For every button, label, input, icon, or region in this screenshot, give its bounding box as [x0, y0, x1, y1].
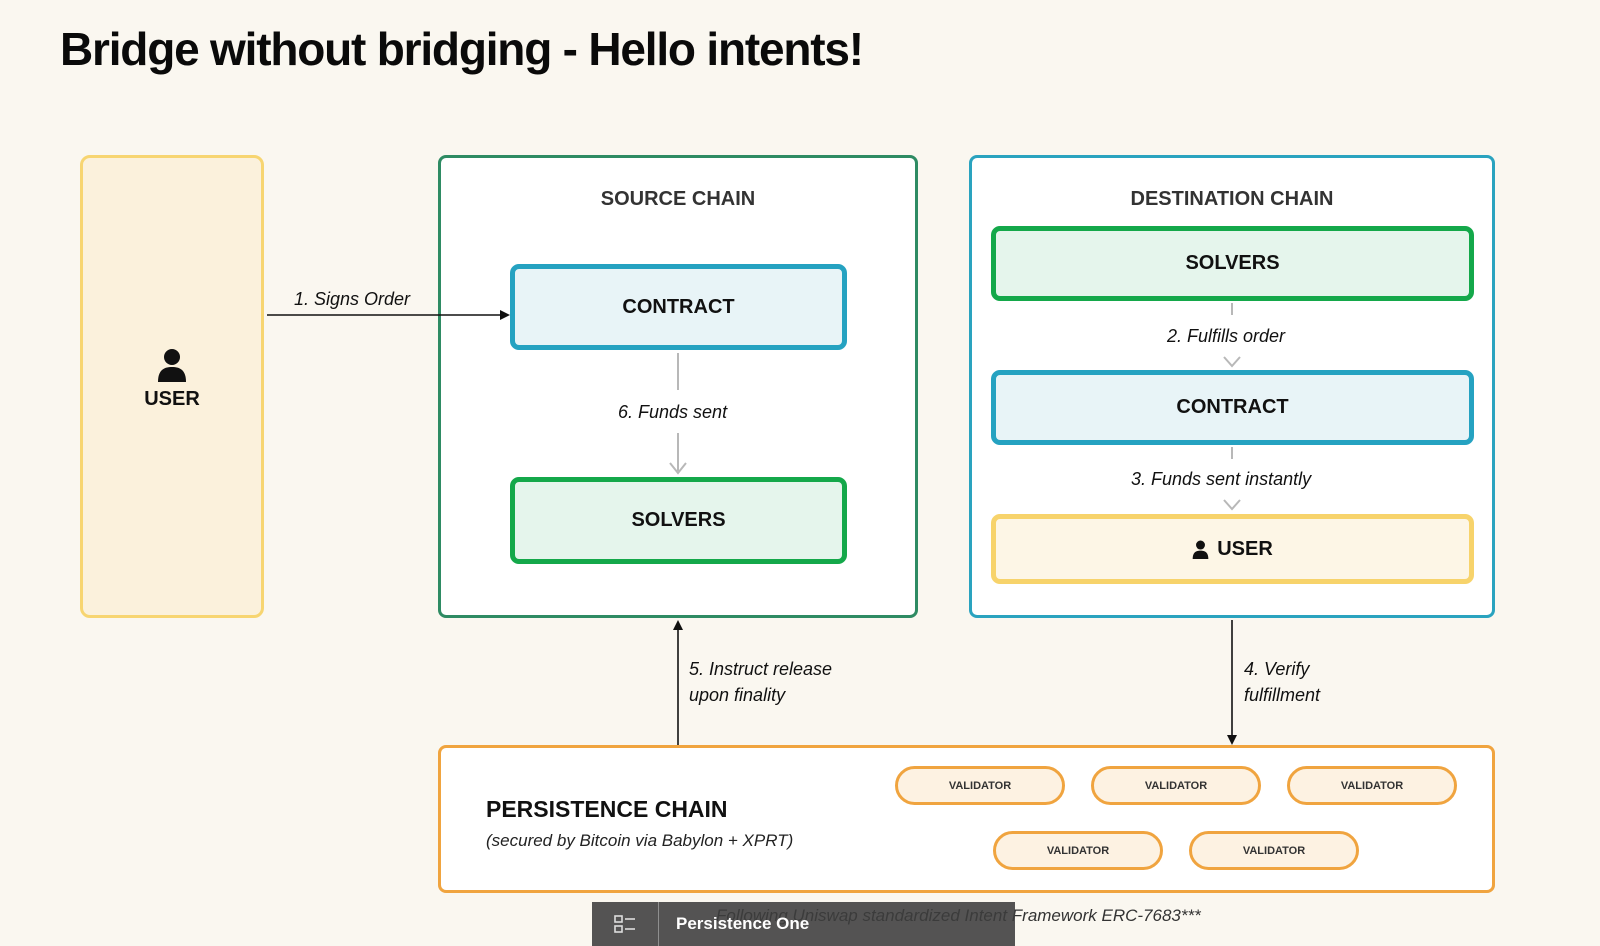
source-solvers-node: SOLVERS: [510, 477, 847, 564]
validator-pill: VALIDATOR: [1189, 831, 1359, 870]
step-4-line-1: 4. Verify: [1244, 659, 1310, 679]
step-6-label: 6. Funds sent: [618, 402, 728, 422]
source-chain-title: SOURCE CHAIN: [600, 188, 756, 210]
step-1-label: 1. Signs Order: [294, 289, 411, 309]
user-icon: [158, 349, 186, 382]
step-4-label: 4. Verify fulfillment: [1244, 656, 1320, 708]
user-icon: [1192, 540, 1209, 559]
step-4-line-2: fulfillment: [1244, 685, 1321, 705]
step-5-label: 5. Instruct release upon finality: [689, 656, 832, 708]
validator-pill: VALIDATOR: [1287, 766, 1457, 805]
validator-pill: VALIDATOR: [993, 831, 1163, 870]
page-title: Bridge without bridging - Hello intents!: [60, 23, 864, 75]
destination-user-node: USER: [991, 514, 1474, 584]
validator-pill: VALIDATOR: [895, 766, 1065, 805]
step-3-label: 3. Funds sent instantly: [1131, 469, 1312, 489]
arrow-verify-head: [1227, 735, 1237, 745]
user-panel: USER: [80, 155, 264, 618]
step-5-line-2: upon finality: [689, 685, 786, 705]
user-label: USER: [144, 388, 200, 410]
arrow-signs-order-head: [500, 310, 510, 320]
destination-contract-node: CONTRACT: [991, 370, 1474, 445]
arrow-instantly-head: [1223, 499, 1241, 511]
presentation-toolbar[interactable]: Persistence One: [592, 902, 1015, 946]
step-5-line-1: 5. Instruct release: [689, 659, 833, 679]
source-contract-node: CONTRACT: [510, 264, 847, 350]
arrow-fulfills-head: [1223, 356, 1241, 368]
step-2-label: 2. Fulfills order: [1167, 326, 1286, 346]
destination-chain-title: DESTINATION CHAIN: [1130, 188, 1334, 210]
toolbar-title[interactable]: Persistence One: [676, 914, 810, 933]
persistence-title: PERSISTENCE CHAIN: [486, 796, 728, 822]
persistence-subtitle: (secured by Bitcoin via Babylon + XPRT): [486, 831, 794, 850]
arrow-instruct-release-head: [673, 620, 683, 630]
destination-solvers-node: SOLVERS: [991, 226, 1474, 301]
destination-user-label: USER: [1217, 537, 1273, 560]
arrow-funds-sent-head: [669, 462, 687, 475]
slide-list-icon[interactable]: [592, 902, 659, 946]
validator-pill: VALIDATOR: [1091, 766, 1261, 805]
